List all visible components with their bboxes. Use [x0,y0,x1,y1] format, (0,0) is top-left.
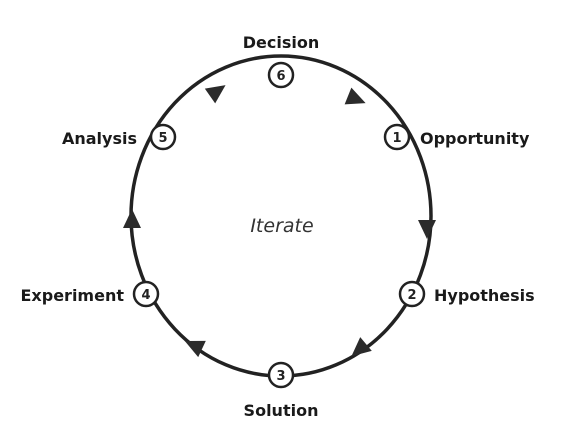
step-number: 1 [392,131,401,146]
step-label: Opportunity [420,129,530,148]
step-badge [267,361,295,389]
step-number: 4 [141,288,150,303]
step-node-analysis: 5 Analysis [62,123,177,151]
step-label: Hypothesis [434,286,535,305]
arrow-experiment-to-analysis [123,209,141,228]
arrow-decision-to-opportunity [344,87,366,105]
step-label: Decision [243,33,320,52]
step-number: 3 [276,369,285,384]
step-label: Solution [244,401,319,420]
step-badge [149,123,177,151]
step-badge [132,280,160,308]
step-badge [398,280,426,308]
step-number: 6 [276,69,285,84]
step-node-hypothesis: 2 Hypothesis [398,280,535,308]
arrow-hypothesis-to-solution [351,337,372,357]
step-label: Analysis [62,129,137,148]
step-number: 2 [407,288,416,303]
flow-arrows [123,85,436,358]
step-node-decision: 6 Decision [243,33,320,89]
arrow-analysis-to-decision [204,85,226,104]
step-node-solution: 3 Solution [244,361,319,420]
step-number: 5 [158,131,167,146]
step-node-opportunity: 1 Opportunity [383,123,530,151]
step-badge [267,61,295,89]
step-node-experiment: 4 Experiment [21,280,160,308]
step-badge [383,123,411,151]
center-label: Iterate [250,215,313,237]
arrow-opportunity-to-hypothesis [418,220,436,239]
arrow-solution-to-experiment [184,340,206,358]
step-label: Experiment [21,286,125,305]
